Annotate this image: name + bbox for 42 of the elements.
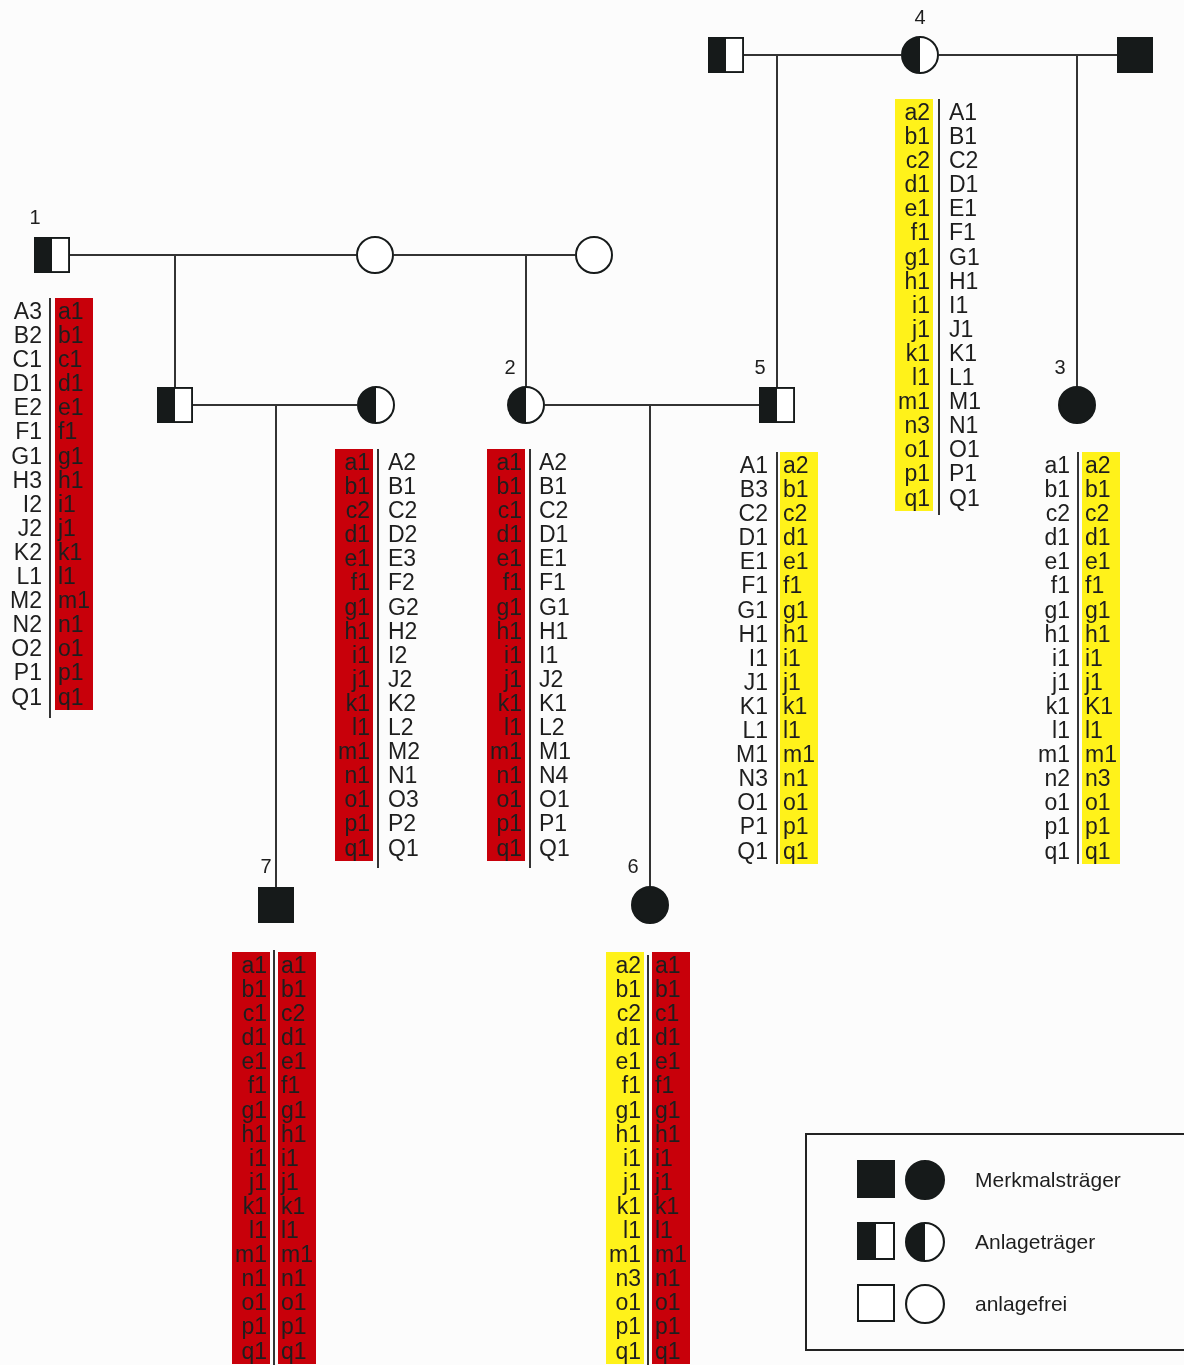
haplotype-column: A3 B2 C1 D1 E2 F1 G1 H3 I2 J2 K2 L1 M2 N2 O2 P1 Q1 (7, 298, 45, 710)
individual-number: 1 (29, 207, 41, 227)
pedigree-square (1117, 37, 1153, 73)
haplotype-column: a1 b1 c1 d1 e1 f1 g1 h1 i1 j1 k1 l1 m1 n1 o1 p1 q1 (232, 952, 270, 1364)
pedigree-circle (1058, 386, 1096, 424)
individual-number: 5 (754, 357, 766, 377)
haplotype-column: A2 B1 C2 D1 E1 F1 G1 H1 I1 J2 K1 L2 M1 N4 O1 P1 Q1 (536, 449, 574, 861)
legend-label: anlagefrei (975, 1292, 1068, 1316)
pedigree-circle (356, 236, 394, 274)
haplotype-column: A2 B1 C2 D2 E3 F2 G2 H2 I2 J2 K2 L2 M2 N1 O3 P2 Q1 (385, 449, 423, 861)
haplotype-column: a1 b1 c2 d1 e1 f1 g1 h1 i1 j1 k1 l1 m1 n1 o1 p1 q1 (335, 449, 373, 861)
haplotype-column: a2 b1 c2 d1 e1 f1 g1 h1 i1 j1 k1 l1 m1 n1 o1 p1 q1 (780, 452, 818, 864)
pedigree-circle (901, 36, 939, 74)
haplotype-column: a2 b1 c2 d1 e1 f1 g1 h1 i1 j1 k1 l1 m1 n3 o1 p1 q1 (606, 952, 644, 1364)
haplotype-column: A1 B3 C2 D1 E1 F1 G1 H1 I1 J1 K1 L1 M1 N3 O1 P1 Q1 (733, 452, 771, 864)
pedigree-circle (575, 236, 613, 274)
pedigree-square (759, 387, 795, 423)
individual-number: 7 (260, 856, 272, 876)
haplotype-column: a1 b1 c2 d1 e1 f1 g1 h1 i1 j1 k1 l1 m1 n1 o1 p1 q1 (278, 952, 316, 1364)
individual-number: 2 (504, 357, 516, 377)
haplotype-column: A1 B1 C2 D1 E1 F1 G1 H1 I1 J1 K1 L1 M1 N1 O1 P1 Q1 (946, 99, 984, 511)
pedigree-square (34, 237, 70, 273)
individual-number: 4 (914, 7, 926, 27)
haplotype-column: a1 b1 c2 d1 e1 f1 g1 h1 i1 j1 k1 l1 m1 n2 o1 p1 q1 (1035, 452, 1073, 864)
haplotype-column: a2 b1 c2 d1 e1 f1 g1 h1 i1 j1 k1 l1 m1 n3 o1 p1 q1 (895, 99, 933, 511)
pedigree-line (1076, 54, 1118, 387)
individual-number: 6 (627, 856, 639, 876)
pedigree-square (258, 887, 294, 923)
pedigree-square (708, 37, 744, 73)
haplotype-column: a2 b1 c2 d1 e1 f1 g1 h1 i1 j1 K1 l1 m1 n3 o1 p1 q1 (1082, 452, 1120, 864)
haplotype-column: a1 b1 c1 d1 e1 f1 g1 h1 i1 j1 k1 l1 m1 n1 o1 p1 q1 (55, 298, 93, 710)
haplotype-column: a1 b1 c1 d1 e1 f1 g1 h1 i1 j1 k1 l1 m1 n1 o1 p1 q1 (487, 449, 525, 861)
legend-label: Anlageträger (975, 1230, 1096, 1254)
haplotype-column: a1 b1 c1 d1 e1 f1 g1 h1 i1 j1 k1 l1 m1 n1 o1 p1 q1 (652, 952, 690, 1364)
pedigree-line (174, 254, 357, 388)
pedigree-circle (507, 386, 545, 424)
legend-label: Merkmalsträger (975, 1168, 1121, 1192)
pedigree-square (157, 387, 193, 423)
pedigree-circle (357, 386, 395, 424)
pedigree-circle (631, 886, 669, 924)
individual-number: 3 (1054, 357, 1066, 377)
pedigree-line (525, 254, 576, 387)
